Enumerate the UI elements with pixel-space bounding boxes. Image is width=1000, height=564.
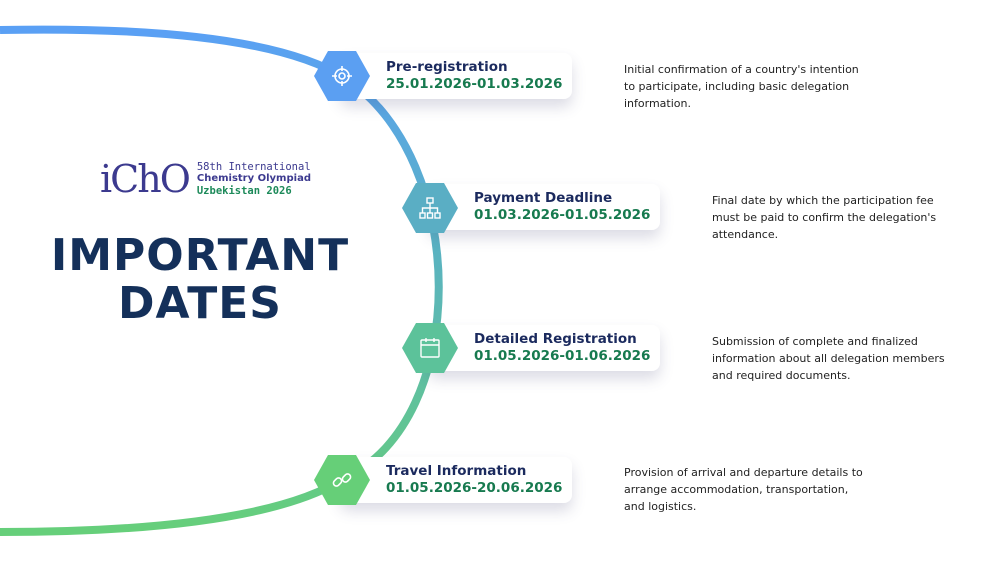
step-title: Payment Deadline [474, 190, 613, 206]
step-card-payment-deadline: Payment Deadline 01.03.2026-01.05.2026 [428, 184, 660, 230]
step-title: Travel Information [386, 463, 527, 479]
link-icon [314, 455, 370, 505]
step-card-travel-information: Travel Information 01.05.2026-20.06.2026 [340, 457, 572, 503]
step-description: Final date by which the participation fe… [712, 194, 937, 241]
step-card-pre-registration: Pre-registration 25.01.2026-01.03.2026 [340, 53, 572, 99]
logo-line-3: Uzbekistan 2026 [196, 185, 292, 197]
step-dates: 01.03.2026-01.05.2026 [474, 207, 651, 223]
logo-line-1: 58th International [196, 161, 311, 173]
target-icon [314, 51, 370, 101]
step-dates: 25.01.2026-01.03.2026 [386, 76, 563, 92]
icho-logo: iChO 58th International Chemistry Olympi… [100, 160, 311, 198]
step-description: Initial confirmation of a country's inte… [624, 63, 859, 110]
logo-line-2: Chemistry Olympiad [196, 173, 311, 184]
calendar-icon [402, 323, 458, 373]
step-description: Submission of complete and finalized inf… [712, 335, 945, 382]
title-line-2: DATES [118, 278, 282, 329]
page-title: IMPORTANT DATES [40, 232, 360, 328]
sitemap-icon [402, 183, 458, 233]
step-description: Provision of arrival and departure detai… [624, 466, 863, 513]
logo-mark: iChO [100, 157, 191, 201]
step-dates: 01.05.2026-01.06.2026 [474, 348, 651, 364]
step-card-detailed-registration: Detailed Registration 01.05.2026-01.06.2… [428, 325, 660, 371]
title-line-1: IMPORTANT [50, 230, 350, 281]
step-title: Detailed Registration [474, 331, 637, 347]
step-title: Pre-registration [386, 59, 508, 75]
step-dates: 01.05.2026-20.06.2026 [386, 480, 563, 496]
